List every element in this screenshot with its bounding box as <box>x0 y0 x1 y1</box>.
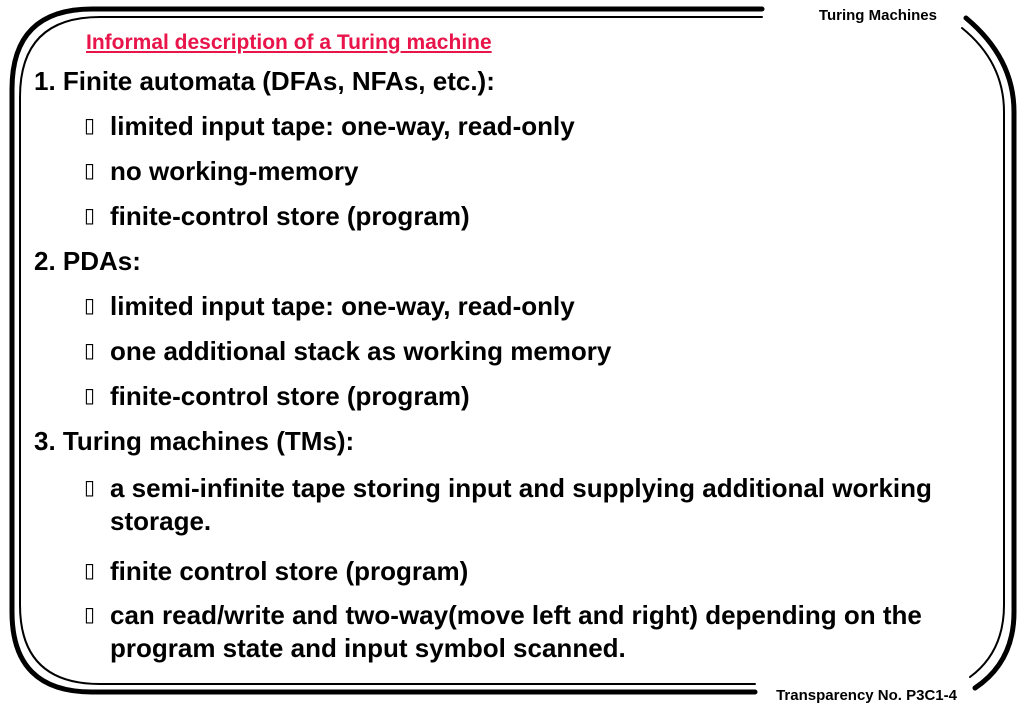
missing-glyph-box-icon: ▯ <box>84 340 96 362</box>
missing-glyph-box-icon: ▯ <box>84 385 96 407</box>
list-item: ▯ a semi-infinite tape storing input and… <box>84 473 932 536</box>
running-title: Turing Machines <box>818 7 937 24</box>
missing-glyph-box-icon: ▯ <box>84 205 96 227</box>
list-item: ▯ finite-control store (program) <box>84 381 470 411</box>
missing-glyph-box-icon: ▯ <box>84 604 96 626</box>
frame-outer-border <box>9 6 1017 695</box>
list-item: ▯ limited input tape: one-way, read-only <box>84 291 575 321</box>
section-heading-pdas: 2. PDAs: <box>34 246 141 276</box>
section-heading-finite-automata: 1. Finite automata (DFAs, NFAs, etc.): <box>34 66 495 96</box>
list-item: ▯ no working-memory <box>84 156 359 186</box>
missing-glyph-box-icon: ▯ <box>84 295 96 317</box>
list-item: ▯ one additional stack as working memory <box>84 336 612 366</box>
list-item: ▯ finite control store (program) <box>84 556 469 586</box>
list-item: ▯ can read/write and two-way(move left a… <box>84 600 922 663</box>
footer-transparency-number: Transparency No. P3C1-4 <box>776 687 957 704</box>
missing-glyph-box-icon: ▯ <box>84 477 96 499</box>
list-item: ▯ limited input tape: one-way, read-only <box>84 111 575 141</box>
frame-inner-border <box>19 16 1005 685</box>
section-heading-turing-machines: 3. Turing machines (TMs): <box>34 426 355 456</box>
missing-glyph-box-icon: ▯ <box>84 560 96 582</box>
missing-glyph-box-icon: ▯ <box>84 115 96 137</box>
missing-glyph-box-icon: ▯ <box>84 160 96 182</box>
list-item: ▯ finite-control store (program) <box>84 201 470 231</box>
slide-title: Informal description of a Turing machine <box>86 31 492 54</box>
